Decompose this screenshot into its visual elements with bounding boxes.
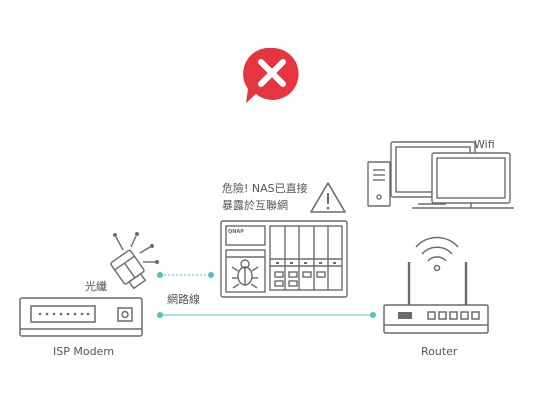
warning-line-1: 危險! NAS已直接 (222, 182, 308, 195)
ethernet-link-line (157, 312, 376, 318)
fiber-connector-icon (110, 232, 159, 290)
warning-message: 危險! NAS已直接 暴露於互聯網 (222, 180, 308, 214)
desktop-computers-icon (367, 141, 514, 209)
fiber-link-line (157, 272, 214, 278)
warning-line-2: 暴露於互聯網 (222, 199, 288, 212)
fiber-label: 光纖 (85, 280, 107, 293)
wifi-router-icon (383, 236, 489, 334)
cable-label: 網路線 (167, 293, 200, 306)
malware-bug-icon (231, 259, 259, 289)
warning-triangle-icon (310, 182, 346, 213)
modem-label: ISP Modem (53, 345, 115, 358)
wifi-label: Wifi (474, 138, 495, 151)
nas-icon: QNAP (220, 220, 348, 298)
nas-brand-label: QNAP (228, 229, 244, 235)
x-error-bubble-icon (243, 47, 299, 103)
isp-modem-icon (19, 297, 143, 337)
router-label: Router (421, 345, 458, 358)
